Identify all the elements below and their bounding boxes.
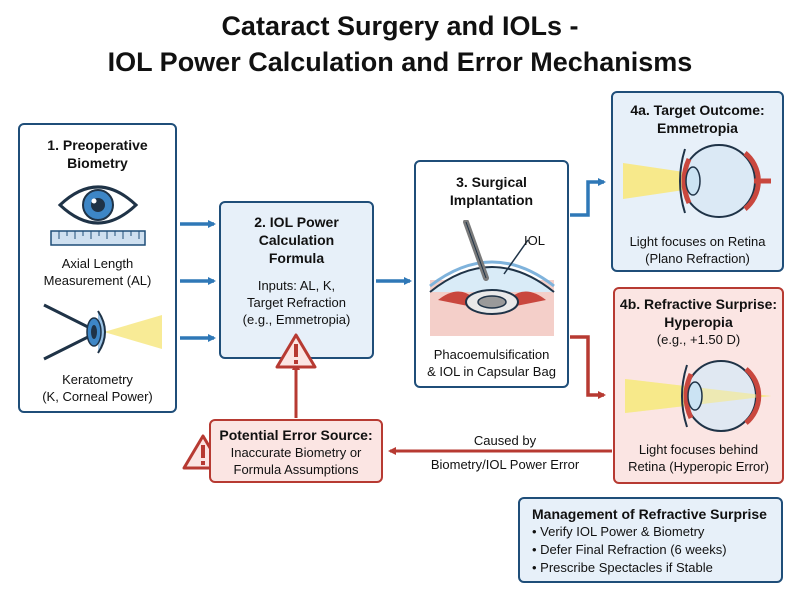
arrow-implant-to-surprise: [570, 335, 606, 399]
refractive-surprise-box: 4b. Refractive Surprise: Hyperopia (e.g.…: [613, 287, 784, 484]
management-list: Verify IOL Power & Biometry Defer Final …: [532, 523, 771, 577]
surgery-cross-section-icon: [429, 220, 555, 336]
side-eye-icon: [43, 303, 162, 361]
implantation-box: 3. Surgical Implantation IOL Phacoemulsi…: [414, 160, 569, 388]
error-source-description: Inaccurate Biometry or Formula Assumptio…: [230, 445, 362, 477]
calculation-heading: 2. IOL Power Calculation Formula: [254, 214, 339, 266]
target-outcome-box: 4a. Target Outcome: Emmetropia Light foc…: [611, 91, 784, 272]
biometry-heading: 1. Preoperative Biometry: [47, 137, 148, 171]
axial-length-label: Axial Length Measurement (AL): [43, 256, 152, 288]
error-source-heading: Potential Error Source:: [219, 427, 373, 443]
title-line-1: Cataract Surgery and IOLs -: [221, 11, 579, 41]
calculation-box: 2. IOL Power Calculation Formula Inputs:…: [219, 201, 374, 359]
list-item: Verify IOL Power & Biometry: [532, 523, 771, 541]
caused-by-line-1: Caused by: [473, 433, 537, 448]
caused-by-line-2: Biometry/IOL Power Error: [430, 457, 580, 472]
calculation-inputs: Inputs: AL, K, Target Refraction (e.g., …: [242, 278, 351, 327]
biometry-box: 1. Preoperative Biometry Axial Length Me…: [18, 123, 177, 413]
management-box: Management of Refractive Surprise Verify…: [518, 497, 783, 583]
eye-cross-section-icon: [623, 144, 771, 218]
error-source-box: Potential Error Source: Inaccurate Biome…: [209, 419, 383, 483]
keratometry-label: Keratometry (K, Corneal Power): [42, 372, 153, 404]
refractive-surprise-example: (e.g., +1.50 D): [656, 332, 741, 347]
page-title: Cataract Surgery and IOLs - IOL Power Ca…: [0, 8, 800, 80]
management-heading: Management of Refractive Surprise: [532, 506, 767, 522]
refractive-surprise-description: Light focuses behind Retina (Hyperopic E…: [628, 442, 769, 474]
arrow-implant-to-target: [570, 178, 606, 217]
eye-cross-section-icon: [625, 360, 771, 432]
refractive-surprise-heading: 4b. Refractive Surprise: Hyperopia: [619, 296, 778, 330]
list-item: Defer Final Refraction (6 weeks): [532, 541, 771, 559]
implantation-description: Phacoemulsification & IOL in Capsular Ba…: [427, 347, 556, 379]
iol-label: IOL: [524, 233, 545, 248]
target-outcome-heading: 4a. Target Outcome: Emmetropia: [630, 102, 765, 136]
eye-icon: [57, 185, 139, 225]
list-item: Prescribe Spectacles if Stable: [532, 559, 771, 577]
warning-icon: [275, 333, 317, 369]
ruler-icon: [50, 230, 146, 246]
implantation-heading: 3. Surgical Implantation: [449, 174, 534, 208]
target-outcome-description: Light focuses on Retina (Plano Refractio…: [629, 234, 766, 266]
title-line-2: IOL Power Calculation and Error Mechanis…: [107, 47, 693, 77]
